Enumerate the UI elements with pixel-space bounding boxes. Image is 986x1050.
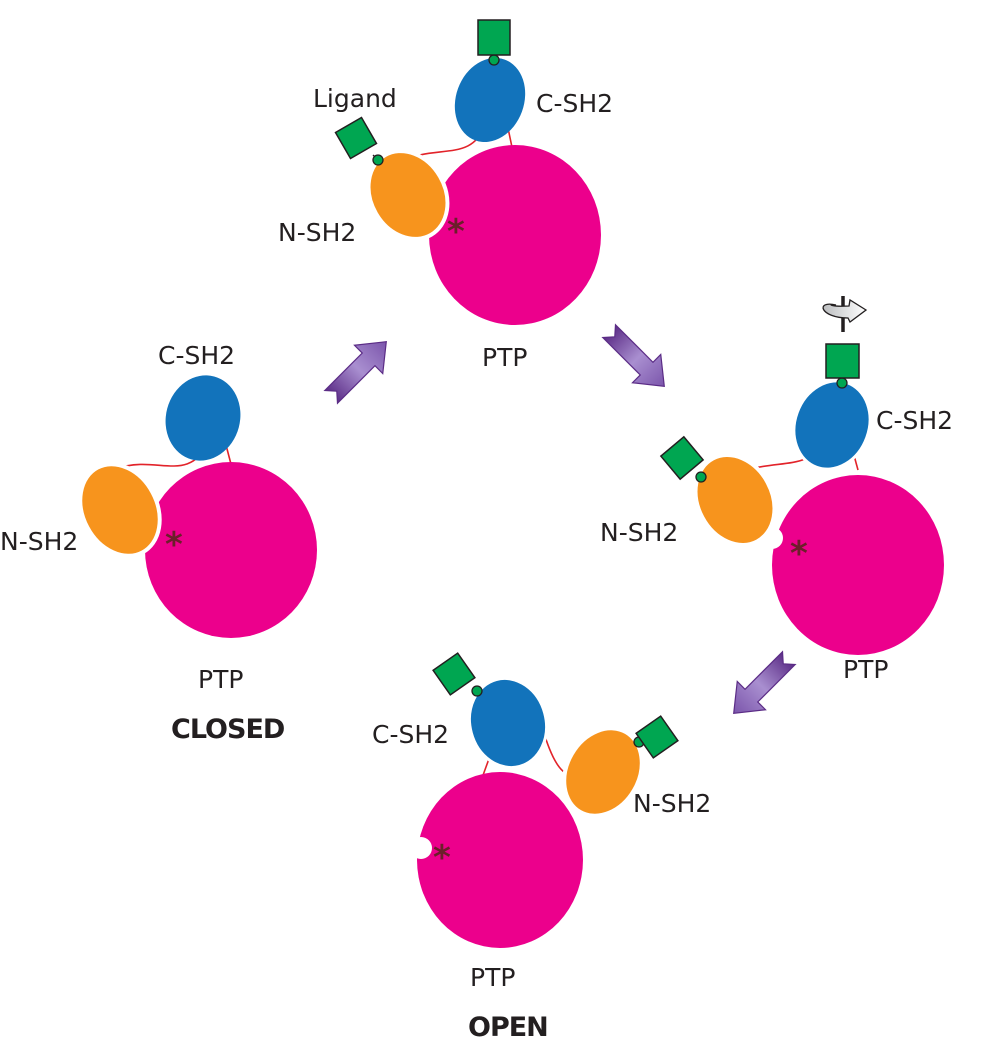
open-state: * C-SH2 N-SH2 PTP OPEN <box>372 652 711 1043</box>
c-sh2-domain <box>454 57 526 143</box>
label-c-sh2: C-SH2 <box>372 720 449 749</box>
ligand-bound-state: * Ligand C-SH2 N-SH2 PTP <box>278 19 613 372</box>
active-site-asterisk: * <box>165 525 183 565</box>
rotation-state: * C-SH2 N-SH2 PTP <box>600 296 953 684</box>
ligand <box>432 652 483 697</box>
state-label-closed: CLOSED <box>171 714 284 745</box>
label-ptp: PTP <box>198 665 243 694</box>
n-sh2-domain <box>562 726 644 818</box>
block-arrow-icon <box>733 650 797 714</box>
label-ptp: PTP <box>482 343 527 372</box>
state-label-open: OPEN <box>468 1012 548 1043</box>
label-n-sh2: N-SH2 <box>0 527 78 556</box>
label-c-sh2: C-SH2 <box>876 406 953 435</box>
n-sh2-domain <box>693 453 777 547</box>
ligand <box>477 19 511 66</box>
ptp-domain <box>429 145 601 325</box>
label-n-sh2: N-SH2 <box>278 218 356 247</box>
ligand <box>825 343 860 389</box>
ligand <box>659 435 707 483</box>
c-sh2-domain <box>467 676 549 770</box>
label-ligand: Ligand <box>313 84 397 113</box>
active-site-asterisk: * <box>790 534 808 574</box>
c-sh2-domain <box>165 375 241 461</box>
label-c-sh2: C-SH2 <box>158 341 235 370</box>
ptp-domain <box>417 772 583 948</box>
label-c-sh2: C-SH2 <box>536 89 613 118</box>
closed-state: * C-SH2 N-SH2 PTP CLOSED <box>0 341 317 745</box>
label-n-sh2: N-SH2 <box>600 518 678 547</box>
label-n-sh2: N-SH2 <box>633 789 711 818</box>
n-sh2-domain <box>78 462 162 558</box>
active-site-asterisk: * <box>447 212 465 252</box>
ligand <box>334 116 384 166</box>
active-site-asterisk: * <box>433 838 451 878</box>
ptp-domain <box>145 462 317 638</box>
n-sh2-domain <box>366 149 450 241</box>
label-ptp: PTP <box>843 655 888 684</box>
c-sh2-domain <box>792 379 872 471</box>
label-ptp: PTP <box>470 963 515 992</box>
ligand <box>633 715 679 759</box>
rotation-arrow-icon <box>822 296 868 332</box>
active-site-pocket <box>410 837 432 859</box>
ptp-domain <box>772 475 944 655</box>
block-arrow-icon <box>601 323 665 387</box>
block-arrow-icon <box>323 341 387 405</box>
